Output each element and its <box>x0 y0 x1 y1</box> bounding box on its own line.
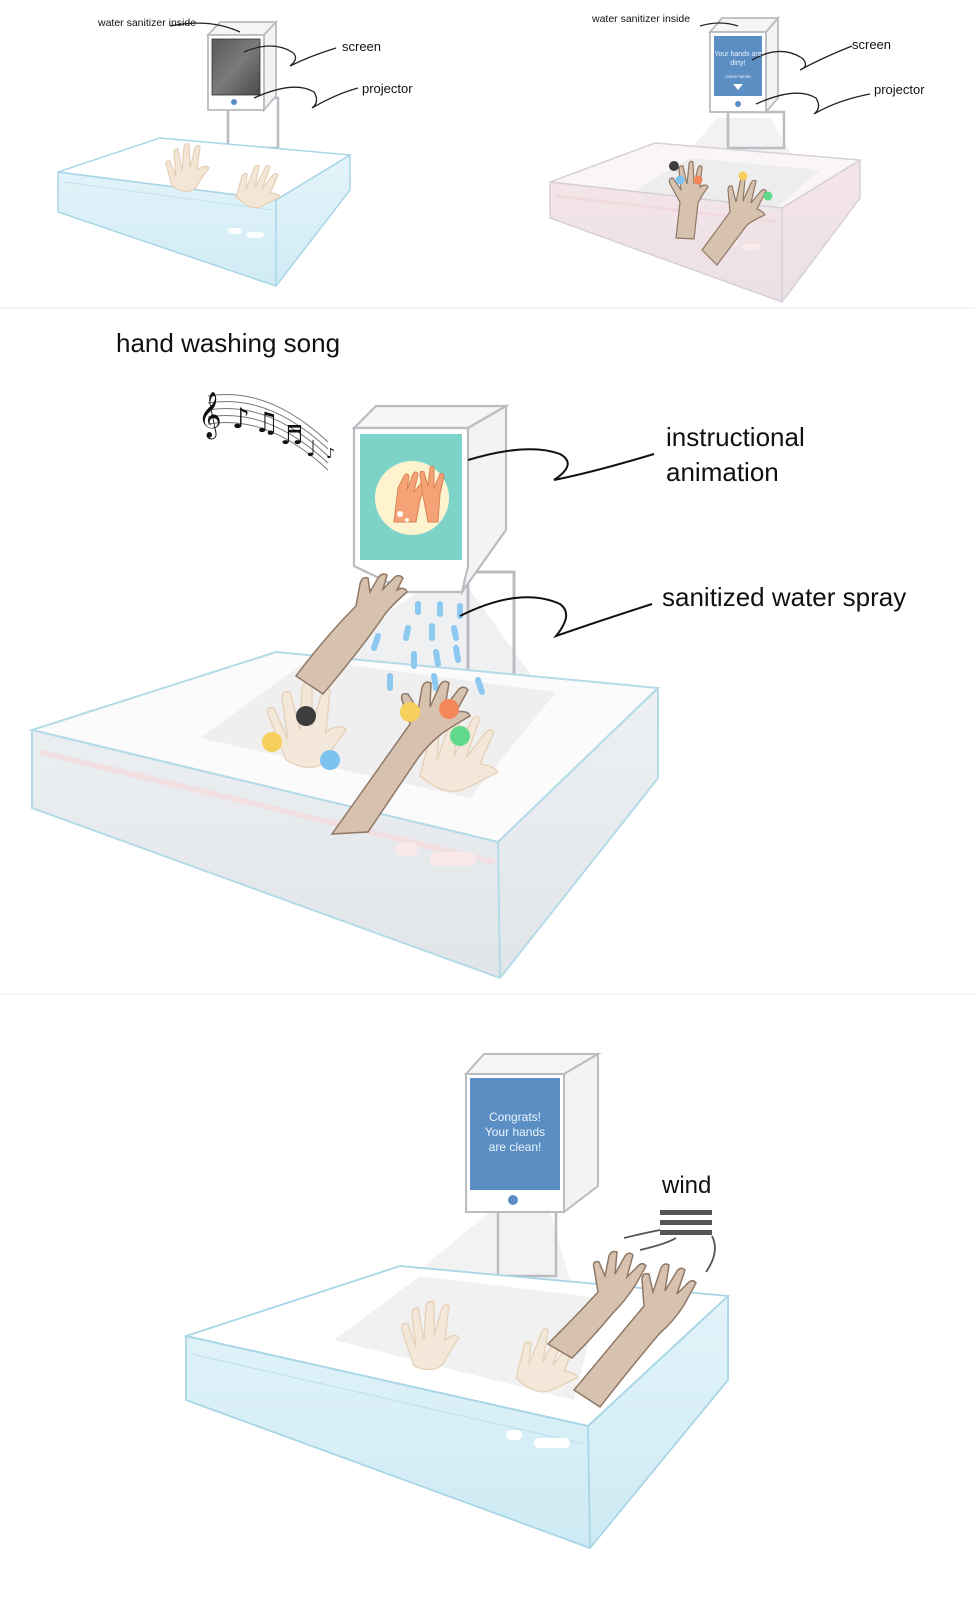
water-drop-icon <box>735 101 741 107</box>
tub <box>549 142 863 303</box>
germ-dots <box>262 699 470 770</box>
panel-3-washing: 𝄞 ♪ ♫ ♬ ♩ ♪ <box>28 392 661 980</box>
screen-clean-button-label: Clean hands <box>725 74 751 79</box>
germ-black <box>669 161 679 171</box>
wind-icon <box>623 1210 716 1273</box>
kiosk-unit <box>351 404 511 596</box>
user-hands <box>294 573 471 835</box>
germ-orange <box>439 699 459 719</box>
user-hands <box>546 1250 697 1409</box>
label-projector: projector <box>874 82 925 97</box>
label-hand-washing-song: hand washing song <box>116 328 341 358</box>
svg-text:♩: ♩ <box>306 437 316 462</box>
germ-yellow <box>738 171 748 181</box>
music-notes-icon: 𝄞 ♪ ♫ ♬ ♩ ♪ <box>198 392 335 471</box>
kiosk-unit <box>463 1052 602 1215</box>
kiosk-screen-off <box>211 38 261 96</box>
svg-text:♫: ♫ <box>254 406 279 439</box>
water-drop-icon <box>231 99 237 105</box>
label-water-sanitizer: water sanitizer inside <box>592 13 691 25</box>
screen-your-hands-line: Your hands <box>484 1125 546 1139</box>
screen-are-clean-line: are clean! <box>488 1140 542 1154</box>
washing-hands-icon <box>393 465 445 523</box>
germ-yellow-2 <box>400 702 420 722</box>
label-water-sanitizer: water sanitizer inside <box>98 17 197 29</box>
arrow-down-icon <box>733 84 743 90</box>
projected-hand-prints <box>165 143 281 209</box>
label-screen: screen <box>852 37 892 52</box>
tub <box>57 137 353 287</box>
callout-lines <box>459 448 655 639</box>
kiosk-unit <box>205 19 279 113</box>
germ-blue <box>320 750 340 770</box>
germ-green <box>450 726 470 746</box>
label-sanitized-water-spray: sanitized water spray <box>662 582 907 612</box>
label-wind: wind <box>662 1172 712 1199</box>
screen-congrats-line: Congrats! <box>488 1110 542 1124</box>
water-spray-drops <box>371 601 485 695</box>
germ-orange <box>693 175 703 185</box>
panel-2-dirty <box>549 15 871 303</box>
germ-yellow <box>262 732 282 752</box>
germ-blue <box>675 175 685 185</box>
svg-text:♪: ♪ <box>232 402 250 435</box>
kiosk-screen-clean <box>470 1078 560 1190</box>
svg-text:𝄞: 𝄞 <box>198 392 222 440</box>
svg-text:♬: ♬ <box>280 421 303 451</box>
label-animation: animation <box>666 457 779 487</box>
callout-lines <box>169 22 359 109</box>
projected-hand-prints <box>400 1300 580 1393</box>
water-drop-icon <box>508 1195 518 1205</box>
panel-1-idle <box>57 19 359 287</box>
panel-4-clean <box>182 1052 731 1550</box>
germ-green <box>763 191 773 201</box>
label-screen: screen <box>342 39 382 54</box>
label-instructional: instructional <box>666 422 805 452</box>
label-projector: projector <box>362 81 413 96</box>
germ-dots <box>669 161 773 201</box>
germ-black <box>296 706 316 726</box>
kiosk-unit <box>708 15 780 115</box>
callout-lines <box>699 22 871 115</box>
svg-text:♪: ♪ <box>326 446 335 462</box>
screen-dirty-message: Your hands are dirty! <box>714 51 762 67</box>
